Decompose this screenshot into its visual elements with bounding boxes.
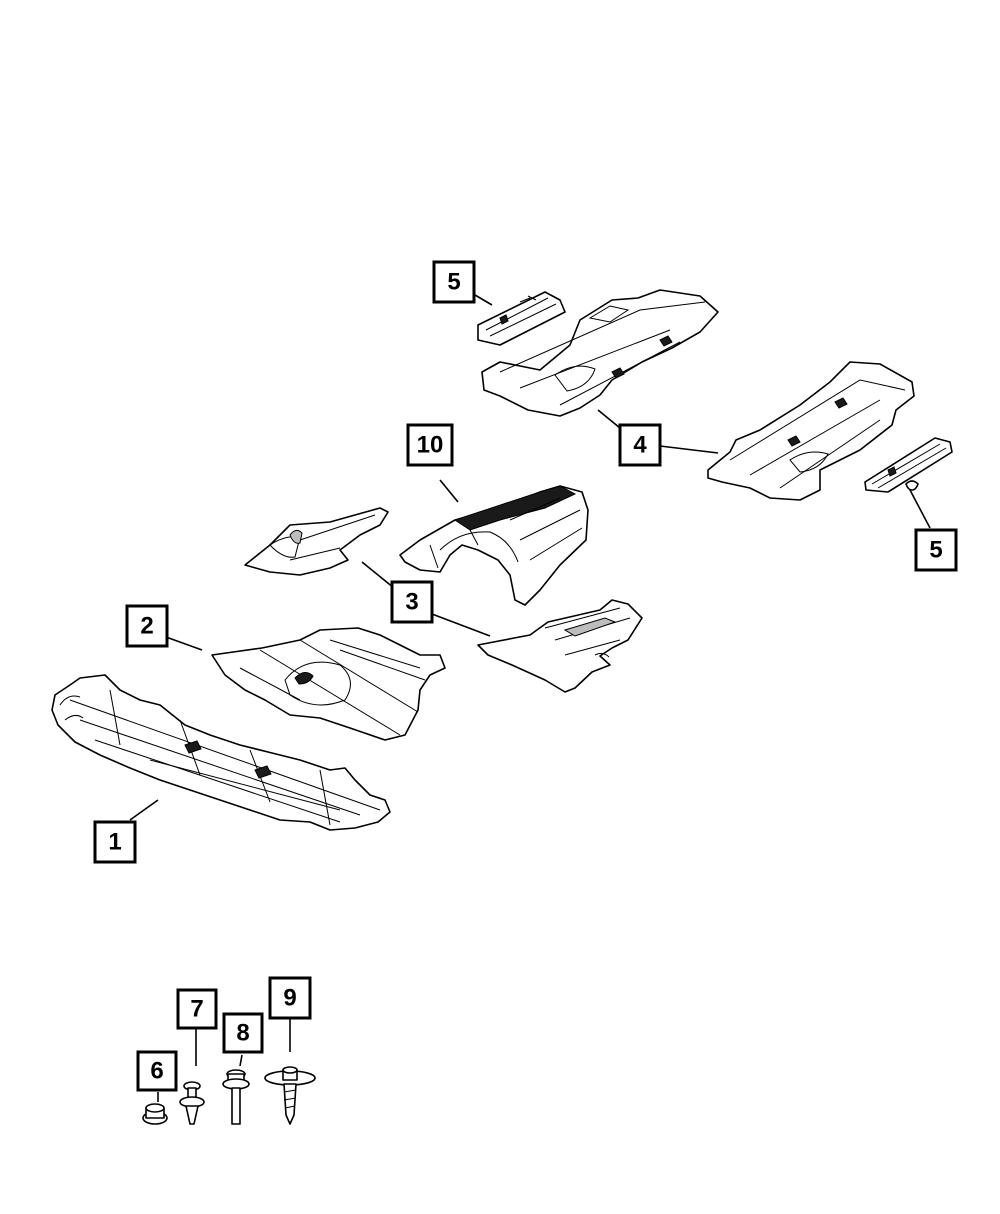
part-3-left-shield bbox=[244, 507, 389, 576]
svg-text:3: 3 bbox=[405, 589, 418, 616]
part-2-center-shield bbox=[211, 627, 446, 741]
callout-6: 6 bbox=[136, 1050, 178, 1092]
svg-text:2: 2 bbox=[140, 613, 153, 640]
part-9-screw bbox=[264, 1066, 316, 1125]
callout-4: 4 bbox=[618, 423, 662, 467]
callout-2: 2 bbox=[125, 604, 169, 648]
part-6-nut bbox=[142, 1103, 168, 1125]
part-7-push-pin bbox=[179, 1081, 205, 1125]
callout-9: 9 bbox=[268, 976, 312, 1020]
part-3-right-shield bbox=[477, 599, 643, 693]
svg-text:5: 5 bbox=[447, 269, 460, 296]
svg-text:1: 1 bbox=[108, 829, 121, 856]
part-4-right-shield bbox=[707, 361, 915, 501]
callout-1: 1 bbox=[93, 820, 137, 864]
part-10-tunnel-shield bbox=[399, 485, 589, 606]
callout-5-right: 5 bbox=[914, 528, 958, 572]
svg-text:6: 6 bbox=[150, 1058, 163, 1085]
callout-3: 3 bbox=[390, 580, 434, 624]
part-4-upper-shield-top bbox=[481, 289, 719, 417]
part-1-front-belly-pan bbox=[51, 674, 391, 831]
svg-text:7: 7 bbox=[190, 996, 203, 1023]
leader-lines bbox=[129, 294, 931, 1102]
svg-text:5: 5 bbox=[929, 537, 942, 564]
callout-5-top: 5 bbox=[432, 260, 476, 304]
callout-7: 7 bbox=[176, 988, 218, 1030]
part-5-right-shield bbox=[864, 437, 953, 493]
svg-text:8: 8 bbox=[236, 1020, 249, 1047]
svg-text:4: 4 bbox=[633, 432, 647, 459]
svg-text:10: 10 bbox=[417, 432, 444, 459]
callout-10: 10 bbox=[406, 423, 454, 467]
part-5-upper-shield bbox=[477, 291, 566, 346]
part-8-bolt bbox=[222, 1069, 250, 1125]
callout-8: 8 bbox=[222, 1012, 264, 1054]
svg-text:9: 9 bbox=[283, 985, 296, 1012]
